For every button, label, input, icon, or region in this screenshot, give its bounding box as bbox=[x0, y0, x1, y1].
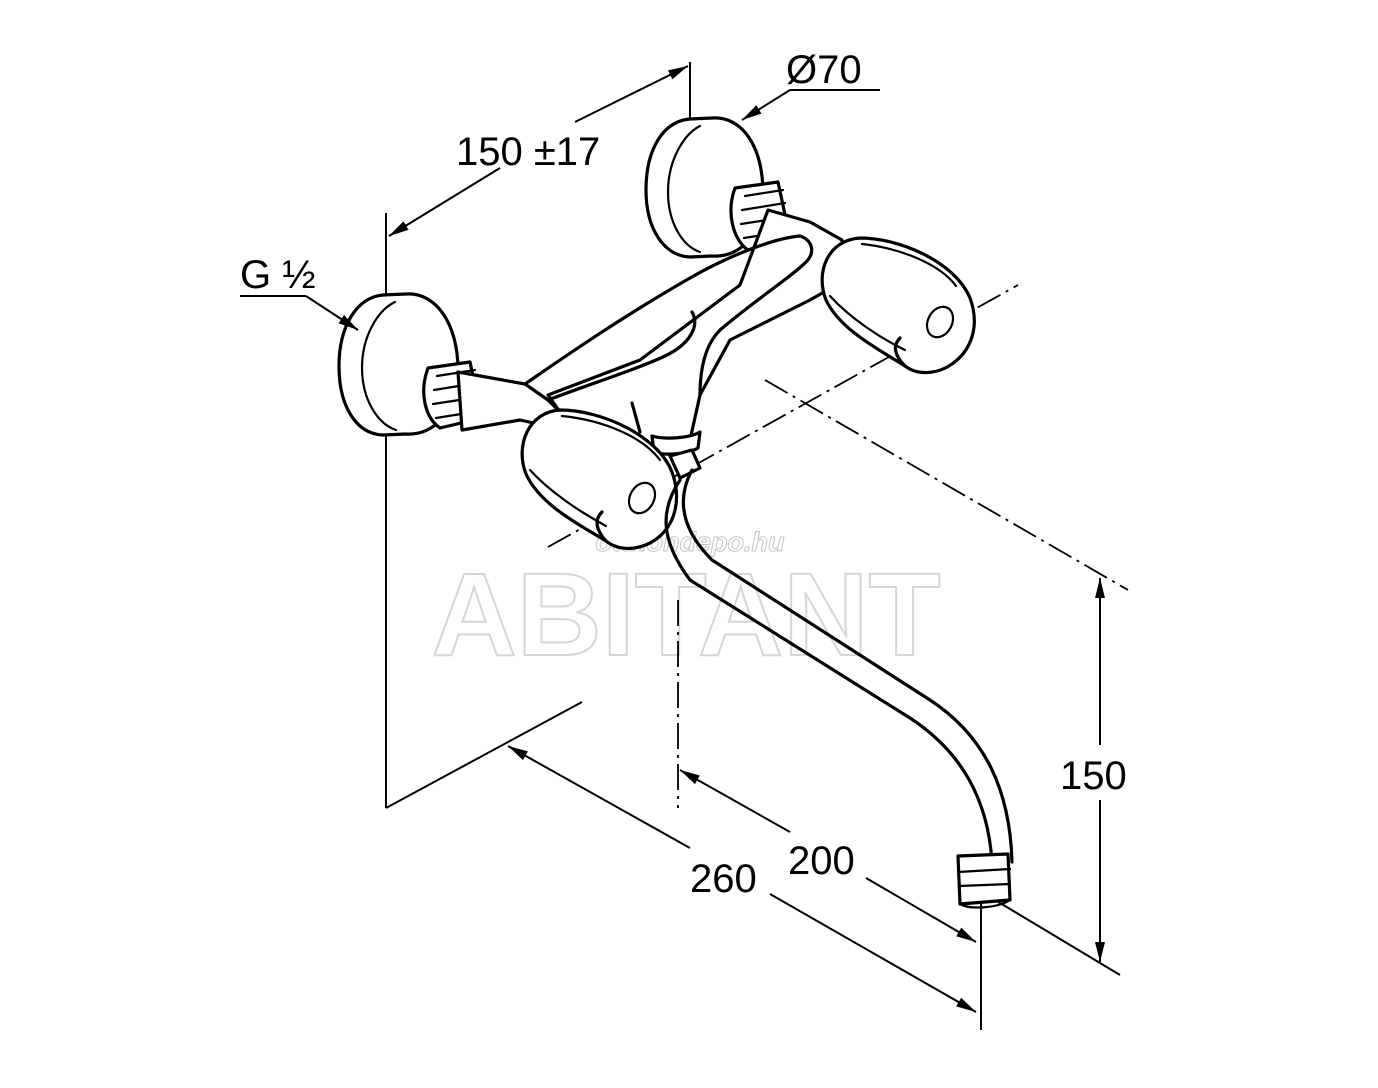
dim-projection-total-label: 260 bbox=[690, 857, 757, 901]
faucet-body bbox=[337, 116, 1014, 909]
spout bbox=[664, 478, 994, 864]
spout-base bbox=[668, 448, 702, 480]
dim-rosette-diameter-label: Ø70 bbox=[786, 48, 862, 92]
dimension-lines bbox=[240, 65, 1105, 1013]
spout-aerator bbox=[956, 852, 1012, 906]
dim-projection-spout-label: 200 bbox=[788, 839, 855, 883]
dim-spout-height-label: 150 bbox=[1060, 754, 1127, 798]
watermark: ABITANT otthondepo.hu bbox=[430, 527, 941, 683]
crossbar bbox=[456, 208, 847, 452]
dim-center-distance-label: 150 ±17 bbox=[456, 130, 600, 174]
right-handle bbox=[820, 236, 976, 375]
dim-thread-label: G ½ bbox=[240, 253, 316, 297]
dimension-labels: G ½ Ø70 150 ±17 260 200 150 bbox=[240, 48, 1127, 901]
watermark-brand: ABITANT bbox=[431, 549, 940, 681]
